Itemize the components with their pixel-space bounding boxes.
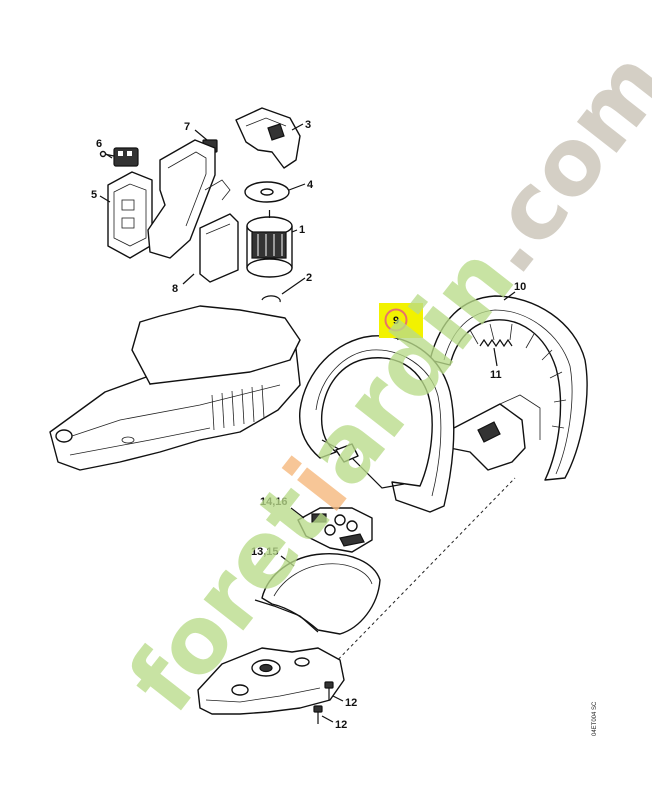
part-label-11: 11 xyxy=(490,369,502,381)
leader-lines xyxy=(99,123,516,723)
gearbox-housing-part xyxy=(197,647,345,715)
spring-part xyxy=(479,338,513,348)
screw-part xyxy=(313,681,334,724)
retaining-ring-part xyxy=(261,295,281,303)
switch-assembly-part xyxy=(107,171,153,259)
part-labels: 1 2 3 4 5 6 7 8 10 11 12 12 14,16 13,15 xyxy=(91,119,526,731)
part-label-8: 8 xyxy=(172,283,178,295)
connector-part xyxy=(99,147,139,167)
loop-handle-part xyxy=(299,335,455,513)
part-label-9: 9 xyxy=(393,315,399,327)
part-label-1: 1 xyxy=(299,224,305,236)
label-plate-part xyxy=(297,507,373,553)
motor-part xyxy=(246,210,293,278)
electronics-carrier-part xyxy=(147,139,239,283)
part-label-3: 3 xyxy=(305,119,311,131)
drawing-code: 04ET004 SC xyxy=(592,701,598,736)
part-label-2: 2 xyxy=(306,272,312,284)
part-label-7: 7 xyxy=(184,121,190,133)
handle-bracket-part xyxy=(429,295,588,481)
part-label-10: 10 xyxy=(514,281,526,293)
part-label-5: 5 xyxy=(91,189,97,201)
hand-guard-part xyxy=(254,553,381,635)
part-label-13-15: 13,15 xyxy=(251,546,279,558)
part-label-6: 6 xyxy=(96,138,102,150)
motor-housing xyxy=(49,305,301,471)
highlighted-part-marker: 9 xyxy=(379,303,423,338)
part-label-12a: 12 xyxy=(345,697,357,709)
part-label-14-16: 14,16 xyxy=(260,496,288,508)
bracket-part xyxy=(235,107,301,169)
part-label-12b: 12 xyxy=(335,719,347,731)
washer-part xyxy=(244,181,290,203)
part-label-4: 4 xyxy=(307,179,314,191)
